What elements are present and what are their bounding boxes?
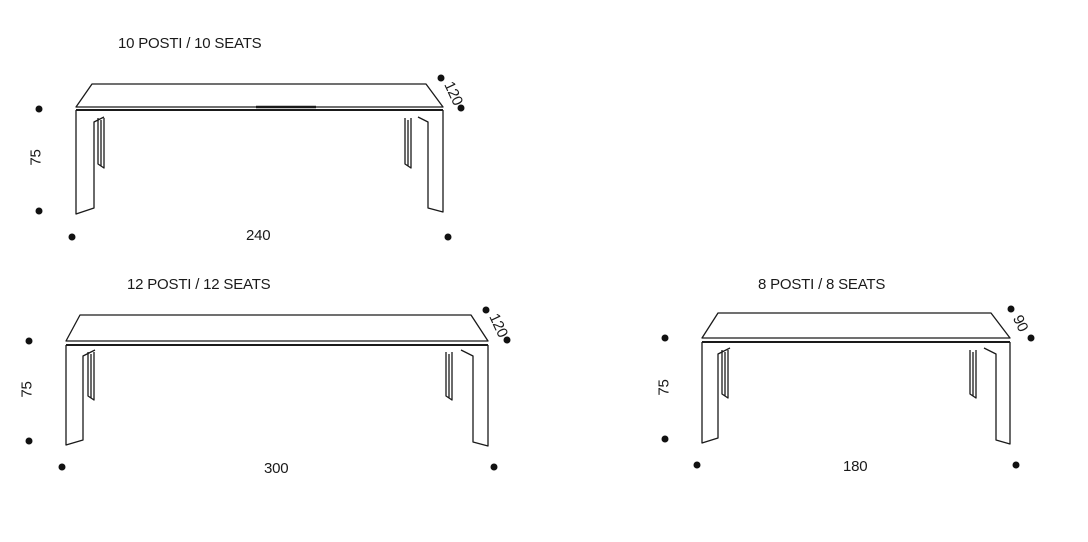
dot-length-right (1012, 461, 1020, 469)
dot-height-top (35, 105, 43, 113)
length-label-12-seats: 300 (264, 460, 289, 477)
dot-length-right (490, 463, 498, 471)
leg-front-left (75, 110, 105, 215)
table-title-12-seats: 12 POSTI / 12 SEATS (127, 276, 271, 293)
leg-front-right (417, 110, 444, 213)
height-label-12-seats: 75 (18, 381, 36, 398)
leg-back-right (445, 352, 453, 401)
dimension-dots-10-seats (35, 74, 465, 241)
dot-depth-top (1007, 305, 1015, 313)
leg-back-left (97, 118, 105, 169)
dot-height-top (25, 337, 33, 345)
height-label-8-seats: 75 (655, 379, 673, 396)
dot-length-left (58, 463, 66, 471)
table-title-8-seats: 8 POSTI / 8 SEATS (758, 276, 886, 293)
dot-height-bottom (661, 435, 669, 443)
dot-height-top (661, 334, 669, 342)
dot-depth-bottom (1027, 334, 1035, 342)
table-drawing-8-seats (701, 312, 1011, 445)
leg-back-right (404, 118, 412, 169)
leg-back-right (969, 350, 977, 399)
dot-depth-top (437, 74, 445, 82)
leg-back-left (721, 350, 729, 399)
dot-height-bottom (25, 437, 33, 445)
dot-depth-bottom (503, 336, 511, 344)
dot-length-left (693, 461, 701, 469)
dot-depth-top (482, 306, 490, 314)
table-top (65, 314, 489, 342)
dot-depth-bottom (457, 104, 465, 112)
table-top (75, 83, 444, 108)
table-drawing-10-seats (75, 83, 444, 215)
dot-length-left (68, 233, 76, 241)
leg-back-left (87, 352, 95, 401)
table-title-10-seats: 10 POSTI / 10 SEATS (118, 35, 262, 52)
length-label-10-seats: 240 (246, 227, 271, 244)
dimension-dots-8-seats (661, 305, 1035, 469)
leg-front-left (65, 345, 96, 446)
dimension-dots-12-seats (25, 306, 511, 471)
table-top (701, 312, 1011, 339)
dot-length-right (444, 233, 452, 241)
table-drawing-12-seats (65, 314, 489, 447)
length-label-8-seats: 180 (843, 458, 868, 475)
leg-front-right (460, 345, 489, 447)
leg-front-left (701, 342, 731, 444)
height-label-10-seats: 75 (27, 149, 45, 166)
leg-front-right (983, 342, 1011, 445)
dot-height-bottom (35, 207, 43, 215)
